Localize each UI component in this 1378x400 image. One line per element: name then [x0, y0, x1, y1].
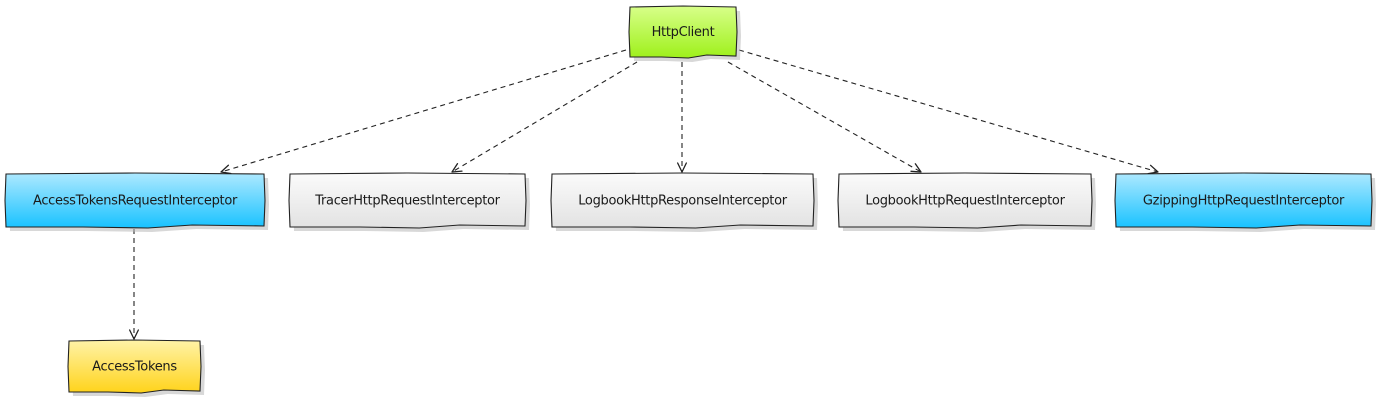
node-box — [628, 5, 738, 59]
node-label: LogbookHttpRequestInterceptor — [865, 194, 1065, 209]
node-label: AccessTokensRequestInterceptor — [33, 194, 238, 209]
node-box — [4, 172, 266, 229]
arrow-head-icon — [220, 164, 232, 175]
nodes-layer: HttpClientAccessTokensRequestInterceptor… — [4, 5, 1376, 397]
arrow-head-icon — [910, 163, 922, 173]
node-box — [837, 172, 1093, 229]
node-logbook-response: LogbookHttpResponseInterceptor — [550, 172, 818, 232]
node-access-interceptor: AccessTokensRequestInterceptor — [4, 172, 269, 232]
arrow-head-icon — [677, 162, 687, 173]
node-label: TracerHttpRequestInterceptor — [314, 194, 500, 209]
dashed-dependency-arrow — [220, 49, 627, 173]
dashed-dependency-arrow — [451, 61, 638, 173]
dashed-dependency-arrow — [738, 49, 1159, 173]
node-httpclient: HttpClient — [628, 5, 741, 62]
arrow-head-icon — [451, 163, 463, 173]
node-box — [288, 172, 527, 229]
edges-layer — [129, 49, 1159, 340]
edge-httpclient-to-access_interceptor — [220, 49, 627, 175]
node-logbook-request: LogbookHttpRequestInterceptor — [837, 172, 1096, 232]
edge-access_interceptor-to-access_tokens — [129, 229, 139, 340]
node-label: AccessTokens — [92, 360, 177, 375]
node-gzipping-interceptor: GzippingHttpRequestInterceptor — [1114, 172, 1376, 232]
node-box — [1114, 172, 1373, 229]
node-access-tokens: AccessTokens — [67, 339, 205, 397]
node-tracer-interceptor: TracerHttpRequestInterceptor — [288, 172, 530, 232]
node-box — [67, 339, 202, 394]
edge-httpclient-to-logbook_response — [677, 62, 687, 173]
node-label: LogbookHttpResponseInterceptor — [578, 194, 788, 209]
edge-httpclient-to-gzipping_interceptor — [738, 49, 1159, 175]
dashed-dependency-arrow — [727, 61, 922, 173]
node-box — [550, 172, 815, 229]
edge-httpclient-to-logbook_request — [727, 61, 922, 173]
node-label: HttpClient — [652, 25, 715, 40]
node-label: GzippingHttpRequestInterceptor — [1143, 194, 1345, 209]
arrow-head-icon — [1147, 164, 1159, 175]
edge-httpclient-to-tracer_interceptor — [451, 61, 638, 173]
arrow-head-icon — [129, 329, 139, 340]
